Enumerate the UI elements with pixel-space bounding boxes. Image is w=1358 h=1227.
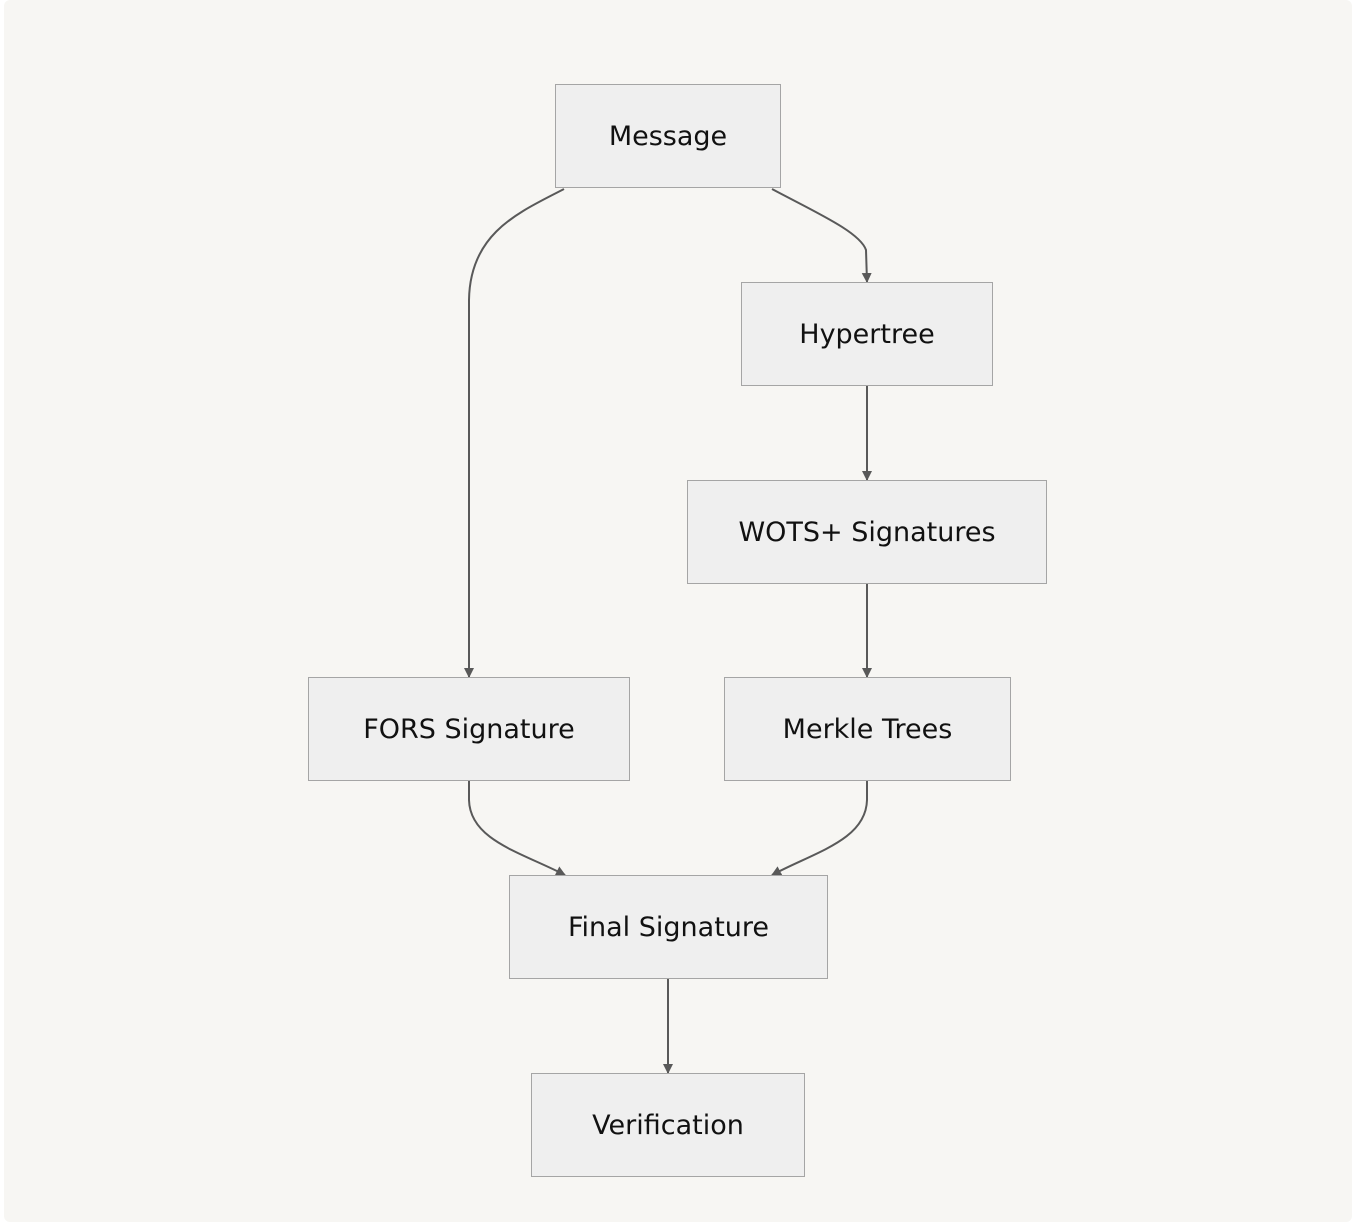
- edge-message-to-hypertree: [771, 188, 872, 283]
- node-final-signature: Final Signature: [509, 875, 828, 979]
- edge-fors-to-final: [468, 781, 566, 876]
- node-hypertree: Hypertree: [741, 282, 993, 386]
- node-final-signature-label: Final Signature: [567, 911, 770, 943]
- node-verification: Verification: [531, 1073, 805, 1177]
- node-merkle-trees: Merkle Trees: [724, 677, 1011, 781]
- edge-merkle-to-final: [771, 781, 868, 876]
- diagram-canvas: [4, 0, 1352, 1222]
- node-hypertree-label: Hypertree: [799, 318, 935, 350]
- node-wots-signatures: WOTS+ Signatures: [687, 480, 1047, 584]
- node-wots-signatures-label: WOTS+ Signatures: [738, 516, 996, 548]
- node-fors-signature: FORS Signature: [308, 677, 630, 781]
- node-message: Message: [555, 84, 781, 188]
- node-fors-signature-label: FORS Signature: [363, 713, 575, 745]
- node-verification-label: Verification: [592, 1109, 744, 1141]
- edge-message-to-fors: [464, 188, 565, 678]
- node-merkle-trees-label: Merkle Trees: [782, 713, 953, 745]
- node-message-label: Message: [608, 120, 728, 152]
